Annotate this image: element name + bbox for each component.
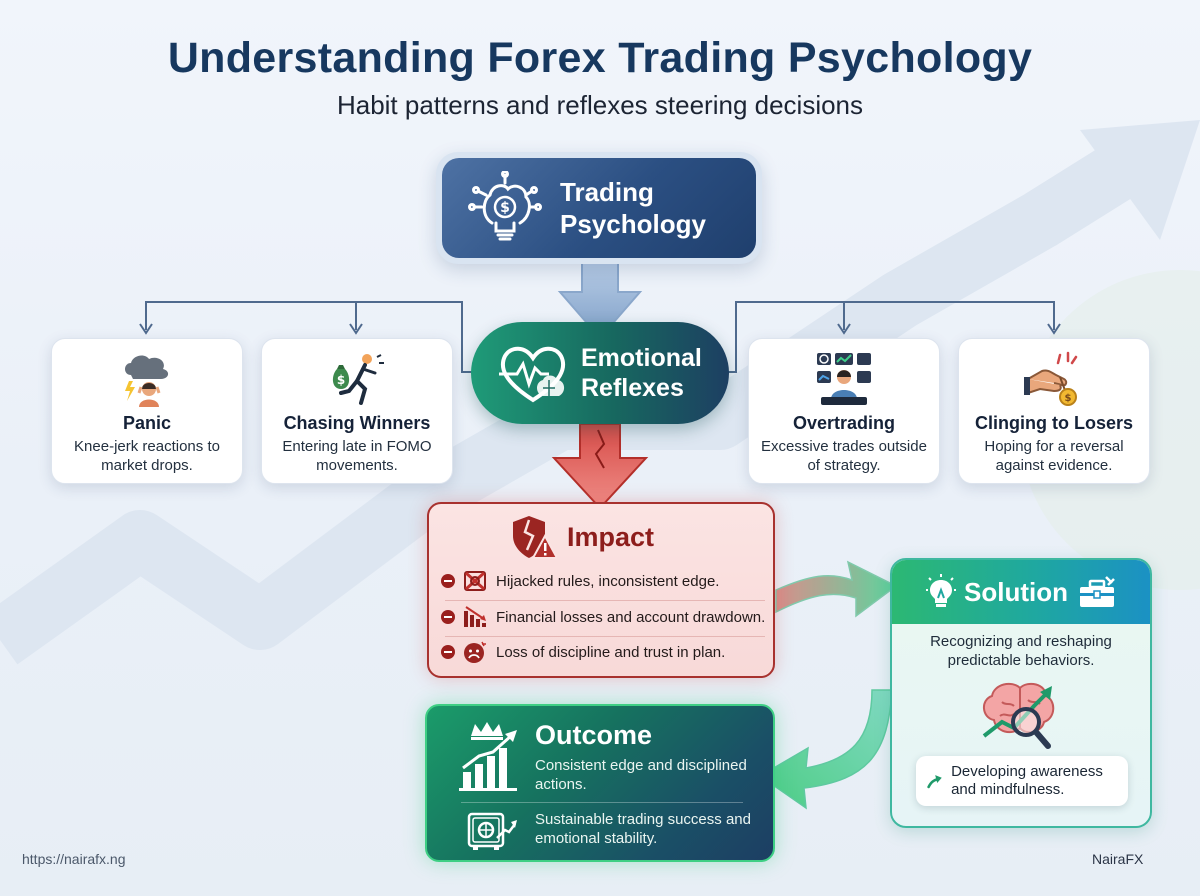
page-title: Understanding Forex Trading Psychology <box>167 34 1033 82</box>
falling-bars-icon <box>464 606 486 627</box>
trader-screens-icon <box>817 353 871 405</box>
arrow-solution-to-outcome <box>758 689 893 810</box>
svg-text:$: $ <box>500 200 510 216</box>
arrow-impact-to-solution <box>775 560 898 618</box>
impact-item-text: Financial losses and account drawdown. <box>496 608 766 626</box>
brain-bulb-icon: $ <box>468 171 542 241</box>
arrow-up-icon <box>927 775 942 789</box>
impact-divider <box>445 636 765 637</box>
solution-panel: Solution Recognizing and reshaping predi… <box>890 558 1152 828</box>
storm-cloud-person-icon <box>125 355 169 407</box>
impact-divider <box>445 600 765 601</box>
reflex-desc: Entering late in FOMO movements. <box>282 438 432 474</box>
minus-icon <box>441 574 455 588</box>
solution-note-text: Developing awareness and mindfulness. <box>951 763 1103 798</box>
outcome-item-2: Sustainable trading success and emotiona… <box>535 811 751 847</box>
solution-header: Solution <box>892 560 1150 624</box>
reflex-title: Overtrading <box>792 413 896 433</box>
crown-chart-icon <box>459 722 517 791</box>
top-node-line1: Trading <box>560 177 654 207</box>
impact-panel: Impact Hijacked rules, inconsistent edge… <box>427 502 775 678</box>
top-node-line2: Psychology <box>560 209 706 239</box>
trading-psychology-node: $ Trading Psychology <box>436 152 762 264</box>
solution-title: Solution <box>964 576 1068 607</box>
impact-item: Financial losses and account drawdown. <box>441 602 769 632</box>
brain-magnifier-icon <box>982 682 1055 749</box>
reflex-title: Clinging to Losers <box>974 413 1133 433</box>
minus-icon <box>441 645 455 659</box>
reflex-card-chasing-winners: $ Chasing Winners Entering late in FOMO … <box>261 338 453 484</box>
branch-right <box>728 301 1055 373</box>
footer-url[interactable]: https://nairafx.ng <box>22 851 126 867</box>
reflex-desc: Knee-jerk reactions to market drops. <box>74 438 220 474</box>
impact-title: Impact <box>567 521 655 552</box>
emotional-reflexes-node: Emotional Reflexes <box>471 322 729 424</box>
safe-icon <box>467 812 517 850</box>
reflex-desc: Hoping for a reversal against evidence. <box>984 438 1124 474</box>
svg-text:$: $ <box>337 373 345 387</box>
reflex-card-panic: Panic Knee-jerk reactions to market drop… <box>51 338 243 484</box>
running-money-icon: $ <box>332 354 384 405</box>
branch-left <box>145 301 472 373</box>
footer-brand: NairaFX <box>1092 851 1144 867</box>
solution-description: Recognizing and reshaping predictable be… <box>930 633 1112 669</box>
reflex-title: Panic <box>122 413 172 433</box>
reflex-desc: Excessive trades outside of strategy. <box>761 438 927 474</box>
emotion-node-line1: Emotional <box>581 344 702 372</box>
outcome-title: Outcome <box>535 720 653 750</box>
arrow-top-to-emotion <box>557 261 643 340</box>
reflex-card-overtrading: Overtrading Excessive trades outside of … <box>748 338 940 484</box>
toolbox-icon <box>1079 576 1115 607</box>
broken-shield-warning-icon <box>513 516 557 559</box>
impact-item-text: Hijacked rules, inconsistent edge. <box>496 572 720 590</box>
minus-icon <box>441 610 455 624</box>
outcome-divider <box>461 802 743 803</box>
solution-note: Developing awareness and mindfulness. <box>916 756 1128 806</box>
page-subtitle: Habit patterns and reflexes steering dec… <box>336 90 864 120</box>
reflex-title: Chasing Winners <box>283 413 431 433</box>
heart-brain-icon <box>499 346 566 403</box>
svg-text:$: $ <box>1065 393 1072 404</box>
outcome-item-1: Consistent edge and disciplined actions. <box>535 757 747 793</box>
impact-item: Loss of discipline and trust in plan. <box>441 637 769 667</box>
sad-face-icon <box>464 641 486 663</box>
outcome-panel: Outcome Consistent edge and disciplined … <box>425 704 775 862</box>
reflex-card-clinging-to-losers: $ Clinging to Losers Hoping for a revers… <box>958 338 1150 484</box>
arrow-emotion-to-impact <box>551 423 649 510</box>
impact-item-text: Loss of discipline and trust in plan. <box>496 643 726 661</box>
broken-rules-icon <box>464 571 486 591</box>
lightbulb-icon <box>926 574 956 607</box>
impact-item: Hijacked rules, inconsistent edge. <box>441 566 769 596</box>
emotion-node-line2: Reflexes <box>581 374 684 402</box>
hand-coin-icon: $ <box>1024 351 1078 406</box>
